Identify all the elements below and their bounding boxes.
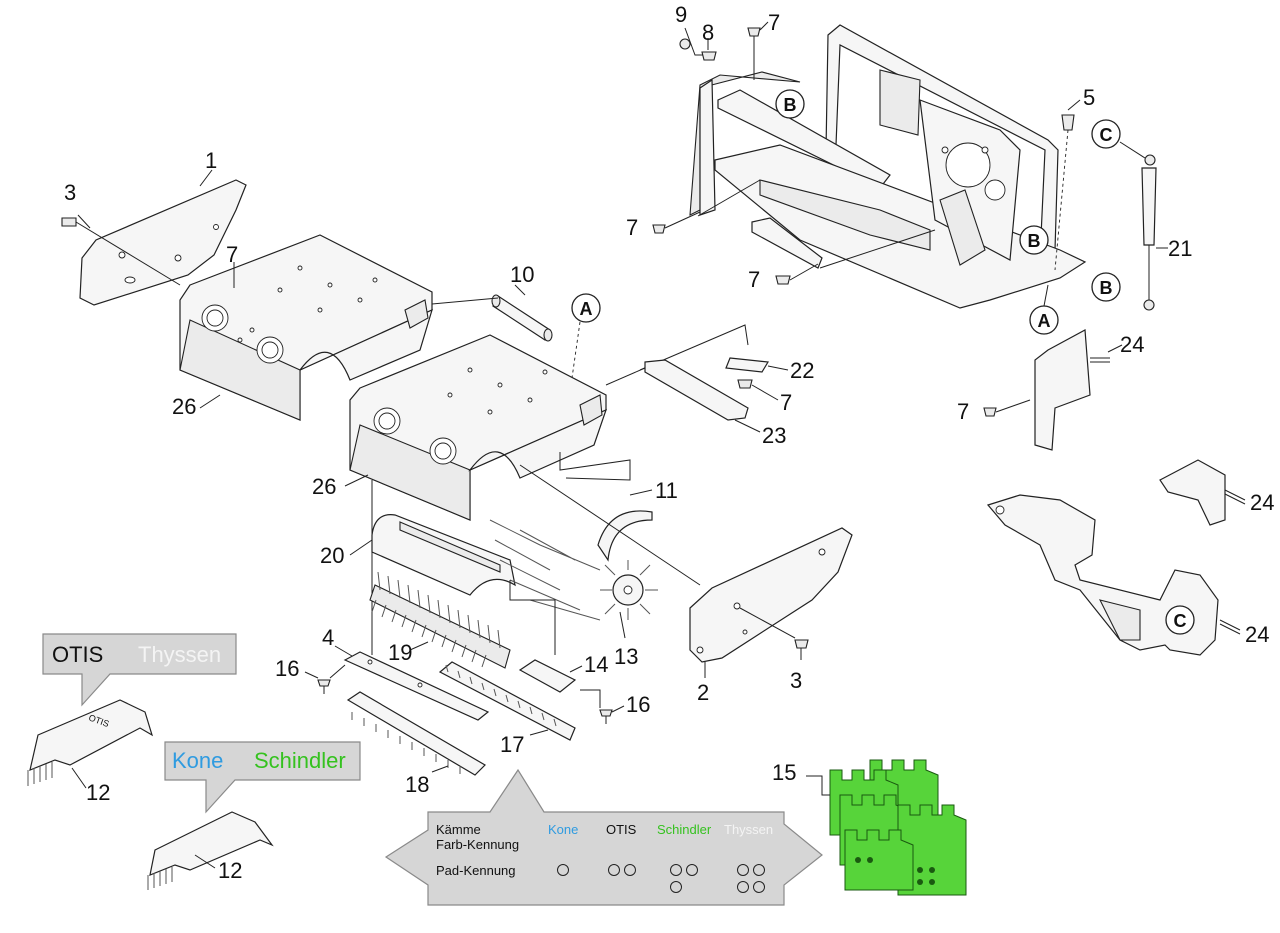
label-8: 8 [702, 20, 714, 45]
part-24-plate [1034, 329, 1110, 451]
part-19-brush-strip [369, 571, 511, 669]
label-7a: 7 [226, 242, 238, 267]
label-23: 23 [762, 423, 786, 448]
part-10-shaft [491, 294, 553, 342]
label-16a: 16 [275, 656, 299, 681]
part-21-gas-spring [1119, 141, 1157, 311]
label-7e: 7 [748, 267, 760, 292]
label-24a: 24 [1120, 332, 1144, 357]
part-18-comb-rail [346, 691, 486, 776]
part-26-lower-housing [349, 334, 608, 521]
label-19: 19 [388, 640, 412, 665]
pad-dots-kone [557, 864, 569, 876]
part-26-upper-housing [179, 234, 433, 421]
label-15: 15 [772, 760, 796, 785]
frame-assembly [689, 24, 1087, 309]
legend-row1-line2: Farb-Kennung [436, 837, 519, 852]
pad-dots-otis [608, 864, 636, 876]
ref-b-circle-2: B [1019, 225, 1049, 255]
label-7d: 7 [626, 215, 638, 240]
ref-a-circle-1: A [571, 293, 601, 323]
callout-otis-thyssen: OTIS Thyssen [42, 633, 237, 707]
part-20-brush-cover [371, 480, 516, 655]
ref-b-circle-3: B [1091, 272, 1121, 302]
part-arm-assembly [986, 494, 1241, 656]
svg-text:C: C [1100, 125, 1113, 145]
legend-col-otis: OTIS [606, 822, 637, 837]
part-24-small-bracket [1159, 459, 1246, 526]
part-23-plate [644, 359, 749, 421]
label-24b: 24 [1250, 490, 1274, 515]
label-16b: 16 [626, 692, 650, 717]
label-2: 2 [697, 680, 709, 705]
label-17: 17 [500, 732, 524, 757]
label-7b: 7 [780, 390, 792, 415]
svg-text:C: C [1174, 611, 1187, 631]
label-5: 5 [1083, 85, 1095, 110]
callout-schindler-text: Schindler [254, 748, 346, 773]
legend-col-thyssen: Thyssen [724, 822, 773, 837]
label-12a: 12 [86, 780, 110, 805]
svg-text:A: A [1038, 311, 1051, 331]
label-7c: 7 [768, 10, 780, 35]
label-22: 22 [790, 358, 814, 383]
part-4-strip [343, 651, 490, 721]
part-16-screw-b [599, 709, 613, 724]
pad-dots-thyssen [737, 864, 765, 893]
legend-col-kone: Kone [548, 822, 578, 837]
label-18: 18 [405, 772, 429, 797]
svg-text:B: B [1028, 231, 1041, 251]
callout-otis-text: OTIS [52, 642, 103, 667]
label-13: 13 [614, 644, 638, 669]
legend-row1-line1: Kämme [436, 822, 481, 837]
label-12b: 12 [218, 858, 242, 883]
ref-b-circle-1: B [775, 89, 805, 119]
comb-12-kone [147, 811, 274, 890]
label-10: 10 [510, 262, 534, 287]
ref-a-circle-2: A [1029, 305, 1059, 335]
label-11: 11 [655, 478, 678, 503]
callout-kone-text: Kone [172, 748, 223, 773]
label-20: 20 [320, 543, 344, 568]
ref-c-circle-2: C [1165, 605, 1195, 635]
part-17-comb-rail [438, 661, 576, 741]
label-26a: 26 [172, 394, 196, 419]
label-14: 14 [584, 652, 608, 677]
pad-dots-schindler [670, 864, 698, 893]
legend-row2: Pad-Kennung [436, 863, 516, 878]
part-16-screw-a [317, 679, 331, 694]
label-1: 1 [205, 148, 217, 173]
part-7-screw-b [737, 379, 753, 389]
label-21: 21 [1168, 236, 1192, 261]
label-3a: 3 [64, 180, 76, 205]
label-9: 9 [675, 2, 687, 27]
label-24c: 24 [1245, 622, 1269, 647]
label-7f: 7 [957, 399, 969, 424]
callout-kone-schindler: Kone Schindler [164, 741, 361, 814]
ref-c-circle-1: C [1091, 119, 1121, 149]
svg-text:B: B [1100, 278, 1113, 298]
svg-text:B: B [784, 95, 797, 115]
label-26b: 26 [312, 474, 336, 499]
part-13-brush-roller [489, 510, 658, 621]
part-1-side-plate [79, 179, 247, 306]
label-3b: 3 [790, 668, 802, 693]
comb-12-otis: OTIS [27, 699, 154, 786]
part-15-pads [829, 759, 967, 896]
callout-thyssen-text: Thyssen [138, 642, 221, 667]
svg-text:A: A [580, 299, 593, 319]
part-14-bracket [518, 659, 577, 693]
part-2-side-plate [689, 527, 853, 663]
legend-col-schindler: Schindler [657, 822, 712, 837]
part-22-clip [725, 357, 769, 373]
legend-panel: Kämme Farb-Kennung Pad-Kennung Kone OTIS… [384, 768, 823, 906]
label-4: 4 [322, 625, 334, 650]
